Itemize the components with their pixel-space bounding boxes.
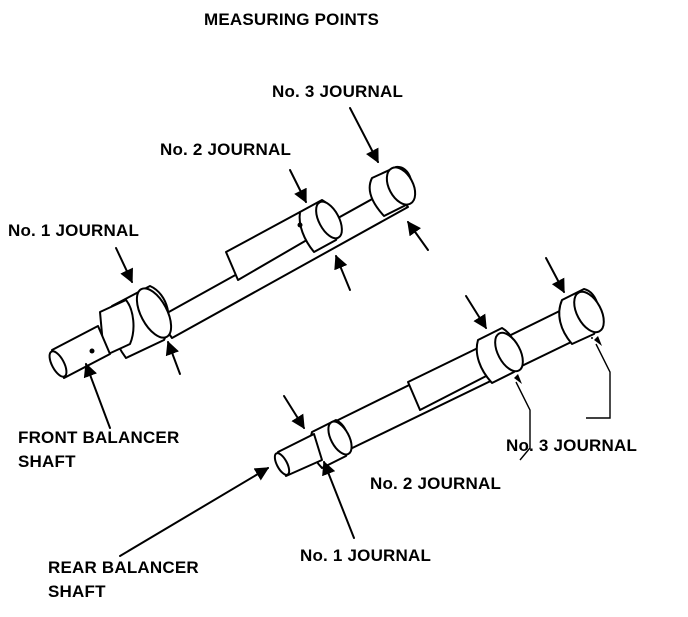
front-balancer-shaft — [48, 165, 417, 379]
front-shaft-arrows — [83, 107, 429, 429]
rear-shaft-arrows — [119, 257, 611, 557]
rear-balancer-shaft — [273, 288, 605, 477]
front-shaft-body — [157, 187, 409, 339]
rear-journal-1-label: No. 1 JOURNAL — [300, 546, 432, 565]
front-shaft-name-line2: SHAFT — [18, 452, 76, 471]
front-journal-2-label: No. 2 JOURNAL — [160, 140, 292, 159]
front-journal-3-label: No. 3 JOURNAL — [272, 82, 404, 101]
front-shaft-name-line1: FRONT BALANCER — [18, 428, 180, 447]
rear-shaft-name-line1: REAR BALANCER — [48, 558, 199, 577]
rear-shaft-name-line2: SHAFT — [48, 582, 106, 601]
front-journal-1-label: No. 1 JOURNAL — [8, 221, 140, 240]
diagram-title: MEASURING POINTS — [204, 10, 380, 29]
rear-journal-3-label: No. 3 JOURNAL — [506, 436, 638, 455]
rear-journal-2-label: No. 2 JOURNAL — [370, 474, 502, 493]
